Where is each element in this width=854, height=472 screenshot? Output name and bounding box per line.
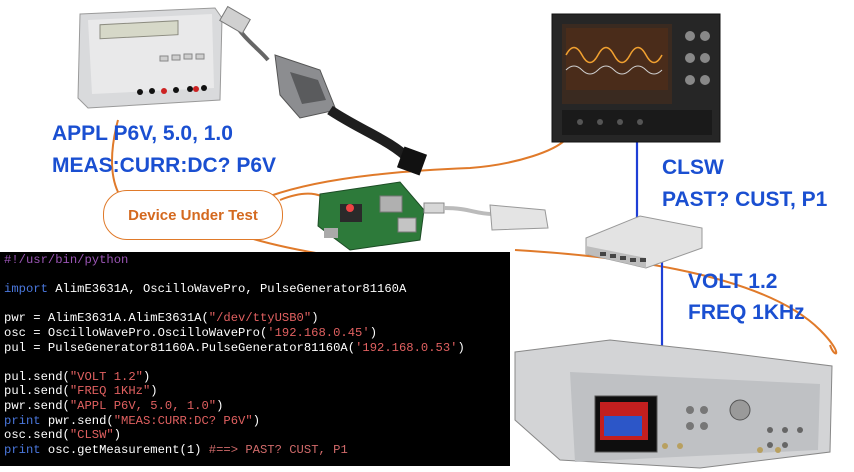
code-token: '192.168.0.45'	[267, 325, 370, 340]
raspberry-pi-board	[317, 181, 425, 251]
code-token: print	[4, 413, 41, 428]
code-token: osc = OscilloWavePro.OscilloWavePro(	[4, 325, 268, 340]
psu-command-label-2: MEAS:CURR:DC? P6V	[52, 154, 277, 177]
code-token: )	[113, 428, 122, 443]
device-under-test-label: Device Under Test	[128, 206, 258, 224]
dut-to-scope-cable	[269, 139, 566, 197]
code-line: osc = OscilloWavePro.OscilloWavePro('192…	[4, 326, 510, 341]
code-token: print	[4, 442, 41, 457]
code-token: )	[150, 384, 158, 399]
code-line	[4, 268, 510, 283]
generator-command-label-2: FREQ 1KHz	[688, 301, 805, 324]
device-under-test-node: Device Under Test	[103, 190, 283, 240]
code-token: #==> PAST? CUST, P1	[208, 442, 348, 457]
code-line: pwr.send("APPL P6V, 5.0, 1.0")	[4, 399, 510, 414]
code-token: pul = PulseGenerator81160A.PulseGenerato…	[4, 340, 356, 355]
code-token: '192.168.0.53'	[355, 340, 458, 355]
power-supply-device	[77, 7, 223, 109]
code-token: )	[457, 340, 465, 355]
code-line: osc.send("CLSW")	[4, 428, 510, 443]
code-token: )	[311, 311, 319, 326]
code-line: print pwr.send("MEAS:CURR:DC? P6V")	[4, 414, 510, 429]
serial-usb-adapter	[219, 5, 428, 176]
psu-command-label-1: APPL P6V, 5.0, 1.0	[52, 122, 233, 145]
code-token: )	[142, 369, 151, 384]
code-token: )	[252, 413, 261, 428]
code-line	[4, 297, 510, 312]
code-line: print osc.getMeasurement(1) #==> PAST? C…	[4, 443, 510, 458]
code-line: pul = PulseGenerator81160A.PulseGenerato…	[4, 341, 510, 356]
code-token: )	[216, 398, 224, 413]
code-line: pul.send("FREQ 1KHz")	[4, 384, 510, 399]
code-token: osc.getMeasurement(1)	[40, 442, 209, 457]
pulse-generator-device	[514, 339, 833, 469]
code-token: pul.send(	[4, 384, 70, 399]
code-token: "/dev/ttyUSB0"	[208, 311, 312, 326]
generator-loop-cable	[514, 249, 838, 355]
scope-command-label-1: CLSW	[662, 156, 724, 179]
code-line: import AlimE3631A, OscilloWavePro, Pulse…	[4, 282, 510, 297]
code-token: "MEAS:CURR:DC? P6V"	[113, 413, 253, 428]
code-token: pwr.send(	[40, 413, 114, 428]
code-token: import	[4, 282, 48, 297]
code-line: pwr = AlimE3631A.AlimE3631A("/dev/ttyUSB…	[4, 311, 510, 326]
code-token: AlimE3631A, OscilloWavePro, PulseGenerat…	[47, 282, 407, 297]
code-line: pul.send("VOLT 1.2")	[4, 370, 510, 385]
code-line: #!/usr/bin/python	[4, 253, 510, 268]
code-token: "VOLT 1.2"	[69, 369, 143, 384]
code-line	[4, 355, 510, 370]
code-token: "CLSW"	[69, 428, 114, 443]
code-token: "FREQ 1KHz"	[69, 384, 151, 399]
code-token: )	[369, 325, 378, 340]
dut-to-psu-cable	[111, 119, 119, 193]
code-token: pwr.send(	[4, 398, 70, 413]
oscilloscope-device	[551, 13, 721, 143]
generator-command-label-1: VOLT 1.2	[688, 270, 778, 293]
usb-ethernet-dongle	[423, 202, 549, 231]
code-token: #!/usr/bin/python	[4, 253, 129, 267]
code-token: pul.send(	[4, 369, 70, 384]
code-token: "APPL P6V, 5.0, 1.0"	[69, 398, 217, 413]
network-switch-device	[585, 215, 703, 269]
code-token: osc.send(	[4, 428, 70, 443]
code-token: pwr = AlimE3631A.AlimE3631A(	[4, 311, 209, 326]
scope-command-label-2: PAST? CUST, P1	[662, 188, 828, 211]
python-script-terminal: #!/usr/bin/python import AlimE3631A, Osci…	[0, 252, 510, 466]
